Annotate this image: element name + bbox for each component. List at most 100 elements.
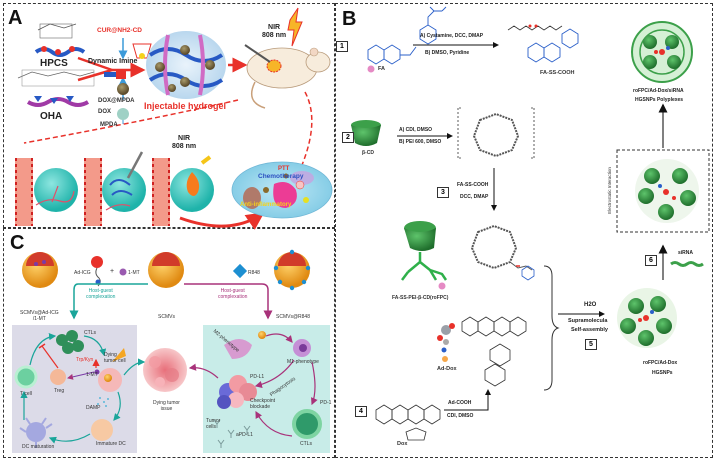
tumor-cell-cluster — [217, 375, 257, 409]
sirna-label: siRNA — [678, 250, 694, 256]
dying-tissue-2: issue — [160, 406, 173, 412]
step4-reagents-b: CDI, DMSO — [447, 413, 474, 419]
step2-reagents-b: B) PEI 600, DMSO — [399, 139, 442, 145]
oha-label: OHA — [40, 111, 63, 122]
oha-chain — [17, 69, 95, 107]
checkpoint-label: Checkpoint blockade — [250, 398, 275, 410]
panel-b-label: B — [342, 8, 357, 30]
t-cell-label: T cell — [20, 391, 32, 397]
scmvs-particle — [148, 252, 184, 288]
flame-icon — [186, 172, 200, 196]
immature-dc — [91, 419, 113, 441]
dox-mpda-particle — [117, 83, 129, 95]
beta-cd-label: β-CD — [362, 150, 374, 156]
treg-label: Treg — [54, 388, 65, 394]
ctl-cluster — [56, 330, 84, 354]
ctls-label: CTLs — [84, 330, 96, 336]
immature-dc-label: Immature DC — [96, 441, 126, 447]
mature-dc — [19, 417, 53, 448]
step4-reagents-a: Ad-COOH — [448, 400, 472, 406]
dox-label-b: Dox — [397, 441, 408, 447]
panel-a — [3, 3, 335, 228]
tumor-cells-1: Tumor — [206, 418, 221, 424]
tumor-stage-2 — [84, 151, 146, 226]
m2-macrophage — [224, 339, 252, 359]
dying-tumor-cell-1: Dying — [104, 352, 117, 358]
host-guest-right: Host-guest complexation — [218, 288, 247, 300]
fa-label: FA — [378, 66, 386, 72]
ad-icg-icon — [91, 256, 103, 268]
fa-bead-icon — [367, 65, 375, 73]
dying-tumor-cell-2: tumor cell — [104, 358, 126, 364]
trp-kyn-label: Trp/Kyn — [76, 357, 94, 363]
hgsnps-particle — [617, 288, 677, 348]
step-5-box: 5 — [585, 339, 597, 350]
polyplex-label-1: roFPC/Ad-Dox/siRNA — [633, 88, 684, 94]
step1-reagents-b: B) DMSO, Pyridine — [425, 50, 470, 56]
rofpc-structure — [470, 224, 535, 281]
dc-maturation-label: DC maturation — [22, 444, 55, 450]
nir-bottom-label: NIR 808 nm — [172, 135, 196, 151]
dox-structure-top — [461, 316, 527, 387]
dynamic-imine-label: Dynamic Imine — [88, 58, 138, 65]
mpda-particle — [117, 108, 129, 120]
supramolecula-label: Supramolecula — [568, 318, 608, 324]
hgsnps-label-1: roFPC/Ad-Dox — [643, 360, 678, 366]
dying-tissue-1: Dying tumor — [153, 400, 180, 406]
step-1-box: 1 — [336, 41, 348, 52]
t-cell — [14, 365, 38, 389]
checkpoint-2: blockade — [250, 404, 271, 410]
dying-tumor-tissue — [143, 348, 187, 392]
panel-c — [3, 228, 335, 458]
damp-label: DAMP — [86, 405, 101, 411]
one-mt-left-label: 1-MT — [86, 372, 98, 378]
nir-top-wavelength: 808 nm — [262, 32, 287, 39]
host-guest-left-1: Host-guest — [88, 288, 113, 294]
ad-dox-molecule-icon — [437, 323, 455, 362]
antibody-icons — [213, 419, 251, 448]
ad-icg-label: Ad-ICG — [74, 270, 91, 276]
tumor-stage-1 — [15, 158, 78, 226]
nir-top-label: NIR 808 nm — [262, 24, 286, 40]
apdl1-label: aPD-L1 — [236, 432, 253, 438]
tumor-cell-mechanism — [231, 161, 333, 219]
step-4-box: 4 — [355, 406, 367, 417]
dying-tumor-cell — [98, 348, 126, 392]
chemotherapy-label: Chemotherapy — [258, 173, 304, 180]
hydrogel-network — [146, 31, 226, 99]
scmvs-ad-icg-2: /1-MT — [32, 316, 46, 322]
panel-b — [335, 3, 713, 458]
polyplex-particle — [631, 21, 693, 83]
hgsnps-label-2: HGSNPs — [652, 370, 673, 376]
mouse-illustration — [244, 7, 331, 109]
step-3-box: 3 — [437, 187, 449, 198]
curly-brace — [543, 265, 560, 391]
host-guest-right-2: complexation — [218, 294, 248, 300]
injectable-hydrogel-label: Injectable hydrogel — [144, 101, 227, 111]
syringe-icon — [244, 44, 271, 63]
tumor-cells-label: Tumor cells — [206, 418, 220, 430]
rofpc-label: FA-SS-PEI-β-CD(roFPC) — [392, 295, 449, 301]
step3-reagents-a: FA-SS-COOH — [457, 182, 489, 188]
ad-dox-label: Ad-Dox — [437, 366, 457, 372]
one-mt-label: 1-MT — [128, 270, 140, 276]
tumor-stage-3 — [152, 155, 214, 226]
m1-label: M1-phenotype — [287, 359, 319, 365]
pdl1-label: PD-L1 — [250, 374, 265, 380]
scmvs-r848-label: SCMVs@R848 — [276, 314, 310, 320]
ctls-right-label: CTLs — [300, 441, 312, 447]
step1-reagents-a: A) Cystamine, DCC, DMAP — [420, 33, 484, 39]
pd1-label: PD-1 — [320, 400, 332, 406]
electrostatic-particle — [635, 159, 699, 223]
scmvs-label: SCMVs — [158, 314, 175, 320]
electrostatic-label: Electrostatic Interaction — [606, 167, 612, 214]
dox-structure-bottom — [375, 404, 441, 441]
damp-dots — [97, 397, 109, 407]
step4-arrow — [444, 389, 491, 411]
laser-bolt-icon — [287, 7, 303, 47]
dox-mpda-label: DOX@MPDA — [98, 98, 135, 104]
step3-reagents-b: DCC, DMAP — [460, 194, 489, 200]
r848-label: R848 — [248, 270, 260, 276]
host-guest-left-2: complexation — [86, 294, 116, 300]
